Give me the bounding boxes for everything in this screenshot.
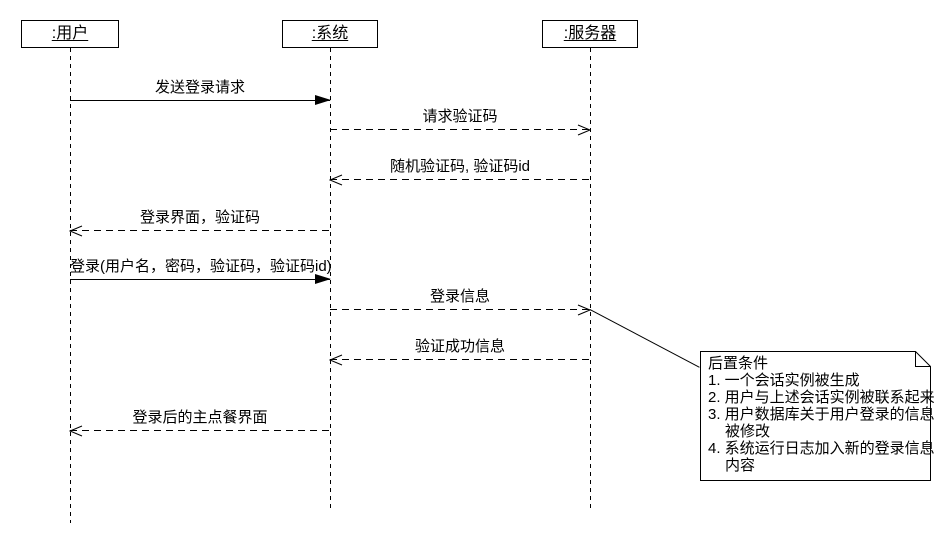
message-line [70, 100, 330, 101]
note-line: 4. 系统运行日志加入新的登录信息 [708, 440, 935, 457]
message-line [70, 430, 330, 431]
postcondition-note: 后置条件 1. 一个会话实例被生成 2. 用户与上述会话实例被联系起来 3. 用… [700, 351, 935, 481]
open-arrowhead-icon [69, 225, 83, 237]
note-text: 后置条件 1. 一个会话实例被生成 2. 用户与上述会话实例被联系起来 3. 用… [708, 355, 935, 474]
message-label: 登录界面，验证码 [139, 209, 260, 226]
message-label: 发送登录请求 [154, 79, 245, 96]
message-label: 请求验证码 [422, 108, 498, 125]
message-line [330, 179, 590, 180]
filled-arrowhead-icon [315, 95, 331, 105]
actor-label-system: :系统 [311, 25, 349, 42]
note-fold-corner-icon [915, 351, 931, 367]
lifeline-user [70, 48, 71, 523]
filled-arrowhead-icon [315, 274, 331, 284]
actor-box-user: :用户 [21, 20, 119, 48]
note-line: 2. 用户与上述会话实例被联系起来 [708, 389, 935, 406]
note-line: 3. 用户数据库关于用户登录的信息 [708, 406, 935, 423]
note-line: 内容 [725, 457, 756, 474]
message-line [330, 129, 590, 130]
actor-box-server: :服务器 [542, 20, 638, 48]
message-line [330, 309, 590, 310]
message-label: 随机验证码, 验证码id [389, 158, 530, 175]
note-outline [700, 351, 931, 481]
note-line: 1. 一个会话实例被生成 [708, 372, 860, 389]
actor-label-user: :用户 [51, 25, 89, 42]
message-line [70, 230, 330, 231]
open-arrowhead-icon [69, 425, 83, 437]
actor-box-system: :系统 [282, 20, 378, 48]
open-arrowhead-icon [329, 354, 343, 366]
note-anchor-line [589, 309, 700, 368]
actor-label-server: :服务器 [563, 25, 617, 42]
message-label: 验证成功信息 [414, 338, 505, 355]
note-line: 被修改 [725, 423, 771, 440]
message-label: 登录(用户名，密码，验证码，验证码id) [70, 258, 332, 275]
message-label: 登录后的主点餐界面 [132, 409, 268, 426]
message-line [330, 359, 590, 360]
message-label: 登录信息 [429, 288, 490, 305]
note-title: 后置条件 [708, 355, 769, 372]
open-arrowhead-icon [577, 124, 591, 136]
message-line [70, 279, 330, 280]
lifeline-server [590, 48, 591, 510]
open-arrowhead-icon [329, 174, 343, 186]
